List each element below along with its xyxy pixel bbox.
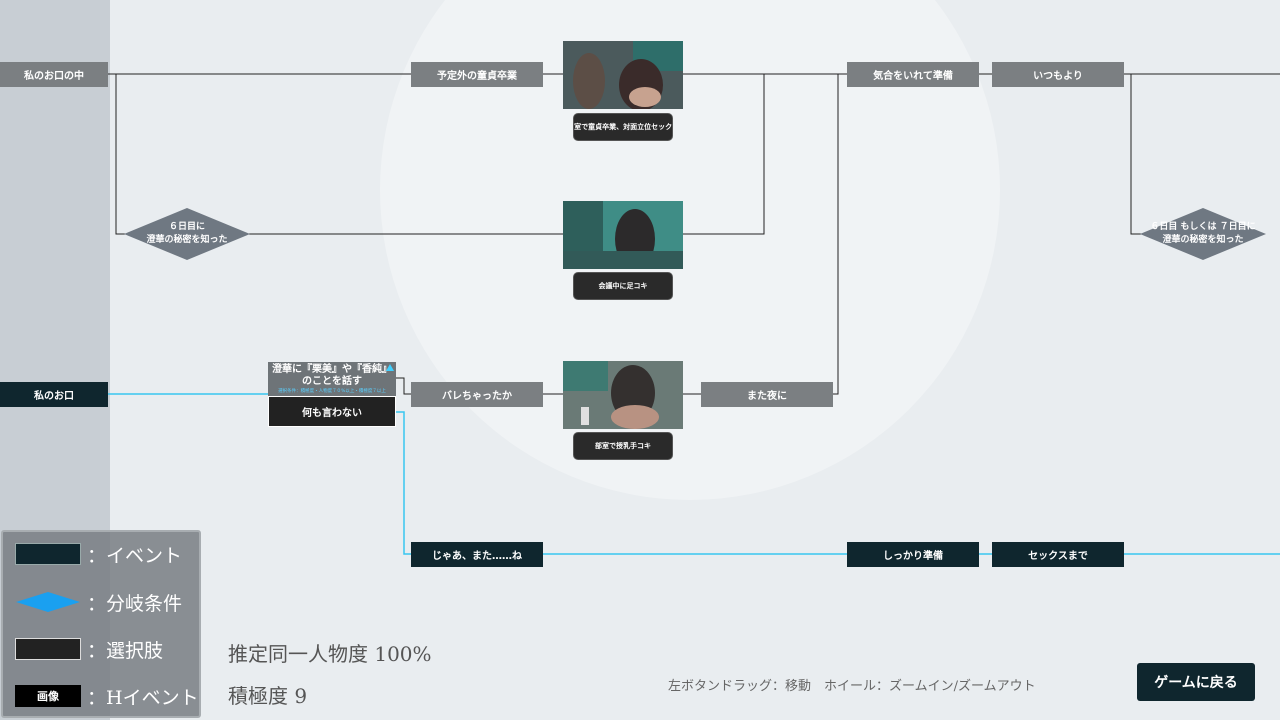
branch-condition-day6: ６日目に 澄華の秘密を知った [123,207,251,261]
h-event-caption-2: 会議中に足コキ [574,273,672,299]
legend-choice-swatch [15,638,81,660]
proactive-stat: 積極度 9 [228,684,308,708]
branch-condition-day6-or-7: ６日目 もしくは ７日目に 澄華の秘密を知った [1139,207,1267,261]
triangle-up-icon [386,364,394,371]
h-event-caption-1: 部室で童貞卒業、対面立位セックス [574,114,672,140]
diamond-icon [16,592,80,612]
event-prepared[interactable]: しっかり準備 [847,542,979,567]
legend-choice-label: ：選択肢 [87,639,164,662]
event-tonight-again[interactable]: また夜に [701,382,833,407]
h-event-thumbnail-2 [563,201,683,269]
legend-event-label: ：イベント [87,544,183,567]
event-as-usual[interactable]: いつもより [992,62,1124,87]
event-start-top[interactable]: 私のお口の中 [0,62,108,87]
choice-talk-condition: 選択条件：積極度・人物度７０%以上・積極度７以上 [278,389,386,394]
legend-branch: ：分岐条件 [15,590,183,615]
event-start-mid[interactable]: 私のお口 [0,382,108,407]
legend-event: ：イベント [15,542,183,567]
h-event-caption-3: 部室で授乳手コキ [574,433,672,459]
identity-stat: 推定同一人物度 100% [228,642,432,666]
h-event-image[interactable] [563,41,683,109]
h-event-thumbnail-1 [563,41,683,109]
choice-say-nothing[interactable]: 何も言わない [268,396,396,427]
legend-choice: ：選択肢 [15,637,164,662]
branch-condition-text: ６日目に 澄華の秘密を知った [146,222,228,245]
event-fired-up[interactable]: 気合をいれて準備 [847,62,979,87]
choice-talk[interactable]: 澄華に『栗美』や『香純』 のことを話す 選択条件：積極度・人物度７０%以上・積極… [268,362,396,396]
event-see-you[interactable]: じゃあ、また……ね [411,542,543,567]
choice-talk-title: 澄華に『栗美』や『香純』 のことを話す [272,364,392,387]
legend-h-event-swatch: 画像 [15,685,81,707]
legend-h-event-label: ：Hイベント [87,686,199,709]
event-unplanned[interactable]: 予定外の童貞卒業 [411,62,543,87]
back-to-game-button[interactable]: ゲームに戻る [1137,663,1255,701]
controls-hint: 左ボタンドラッグ：移動 ホイール：ズームイン/ズームアウト [668,679,1036,694]
branch-condition-text: ６日目 もしくは ７日目に 澄華の秘密を知った [1150,222,1256,245]
legend-panel: ：イベント ：分岐条件 ：選択肢 画像 ：Hイベント [1,530,201,718]
legend-branch-label: ：分岐条件 [87,592,183,615]
legend-h-event: 画像 ：Hイベント [15,684,199,709]
h-event-image[interactable] [563,201,683,269]
legend-event-swatch [15,543,81,565]
event-got-caught[interactable]: バレちゃったか [411,382,543,407]
h-event-image[interactable] [563,361,683,429]
event-until-sex[interactable]: セックスまで [992,542,1124,567]
h-event-thumbnail-3 [563,361,683,429]
